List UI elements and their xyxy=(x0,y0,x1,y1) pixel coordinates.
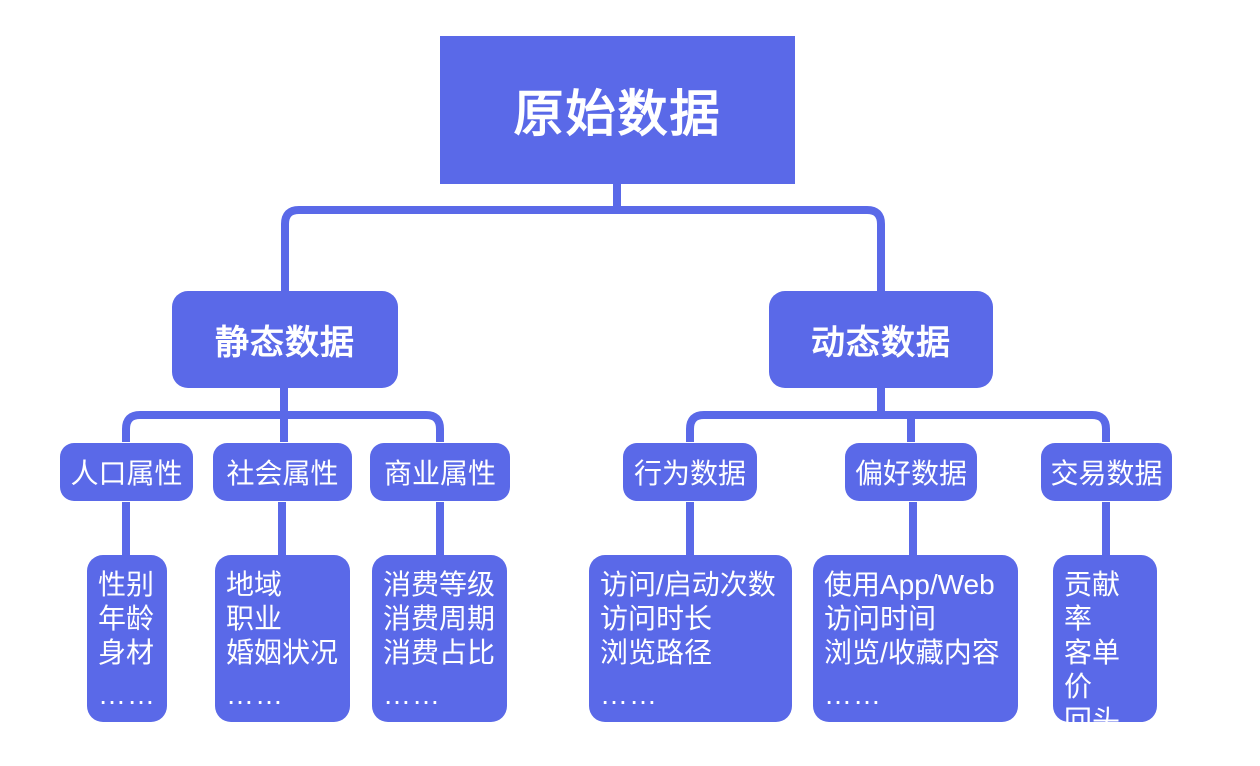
node-dynamic-data: 动态数据 xyxy=(769,291,993,388)
leaf-preference-details: 使用App/Web 访问时间 浏览/收藏内容 xyxy=(824,569,1000,668)
leaf-business-ellipsis: …… xyxy=(383,679,441,710)
node-transaction-data: 交易数据 xyxy=(1041,443,1172,501)
node-dynamic-data-label: 动态数据 xyxy=(811,324,951,362)
leaf-social-ellipsis: …… xyxy=(226,679,284,710)
leaf-business-examples: 消费等级 消费周期 消费占比 …… xyxy=(372,555,507,722)
leaf-behavior-ellipsis: …… xyxy=(600,679,658,710)
node-raw-data: 原始数据 xyxy=(440,36,795,184)
leaf-social-details: 地域 职业 婚姻状况 xyxy=(226,569,339,668)
leaf-preference-ellipsis: …… xyxy=(824,679,882,710)
leaf-transaction-details: 贡献率 客单价 回头率 xyxy=(1064,569,1121,766)
node-raw-data-label: 原始数据 xyxy=(513,86,722,142)
connector-root-to-branches xyxy=(281,184,885,291)
leaf-behavior-examples: 访问/启动次数 访问时长 浏览路径 …… xyxy=(589,555,792,722)
node-static-data-label: 静态数据 xyxy=(215,324,355,362)
connector-dynamic-bar xyxy=(686,411,1110,442)
node-static-data: 静态数据 xyxy=(172,291,398,388)
connector-leaf-stubs xyxy=(122,502,1110,557)
leaf-business-details: 消费等级 消费周期 消费占比 xyxy=(383,569,496,668)
connector-branch-bar xyxy=(281,206,885,291)
node-behavior-data: 行为数据 xyxy=(623,443,757,501)
node-demographic-attributes: 人口属性 xyxy=(60,443,193,501)
connector-static-branch xyxy=(122,388,444,442)
leaf-behavior-details: 访问/启动次数 访问时长 浏览路径 xyxy=(600,569,776,668)
leaf-demographic-examples: 性别 年龄 身材 …… xyxy=(87,555,167,722)
node-social-attributes-label: 社会属性 xyxy=(226,458,339,489)
node-preference-data: 偏好数据 xyxy=(845,443,977,501)
leaf-social-examples: 地域 职业 婚姻状况 …… xyxy=(215,555,350,722)
leaf-preference-examples: 使用App/Web 访问时间 浏览/收藏内容 …… xyxy=(813,555,1018,722)
node-social-attributes: 社会属性 xyxy=(213,443,352,501)
leaf-demographic-details: 性别 年龄 身材 xyxy=(98,569,155,668)
node-preference-data-label: 偏好数据 xyxy=(854,458,967,489)
leaf-transaction-examples: 贡献率 客单价 回头率 …… xyxy=(1053,555,1157,766)
node-demographic-attributes-label: 人口属性 xyxy=(70,458,183,489)
connector-static-bar xyxy=(122,411,444,442)
leaf-demographic-ellipsis: …… xyxy=(98,679,156,710)
connector-dynamic-branch xyxy=(686,388,1110,442)
node-business-attributes: 商业属性 xyxy=(370,443,510,501)
node-business-attributes-label: 商业属性 xyxy=(383,458,496,489)
node-behavior-data-label: 行为数据 xyxy=(633,458,746,489)
node-transaction-data-label: 交易数据 xyxy=(1050,458,1163,489)
